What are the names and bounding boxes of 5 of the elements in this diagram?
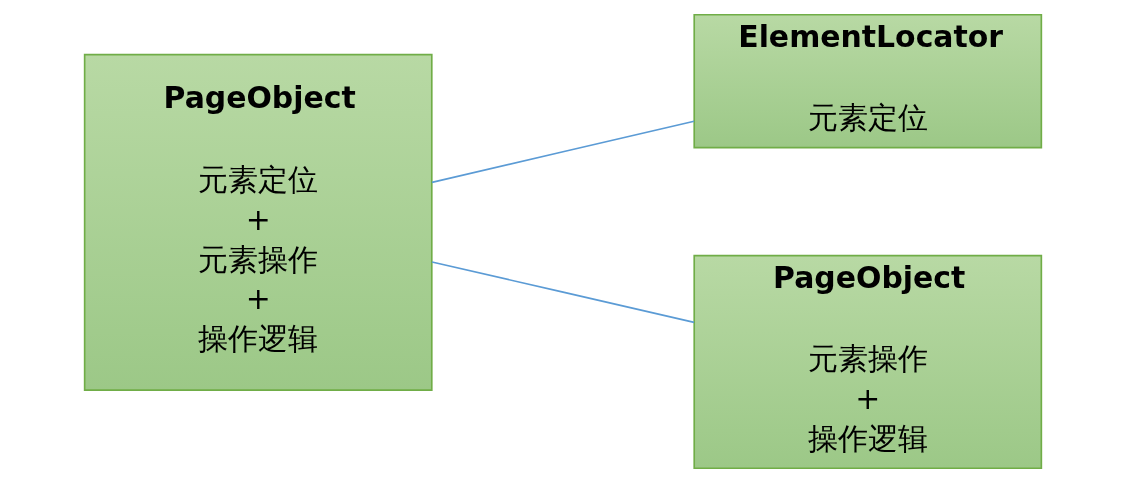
node-box: ElementLocator 元素定位 xyxy=(693,13,1043,149)
connector xyxy=(431,261,695,324)
node-box: PageObject 元素定位 + 元素操作 + 操作逻辑 xyxy=(83,53,433,391)
node-box: PageObject 元素操作 + 操作逻辑 xyxy=(693,254,1043,470)
connector xyxy=(431,120,695,184)
